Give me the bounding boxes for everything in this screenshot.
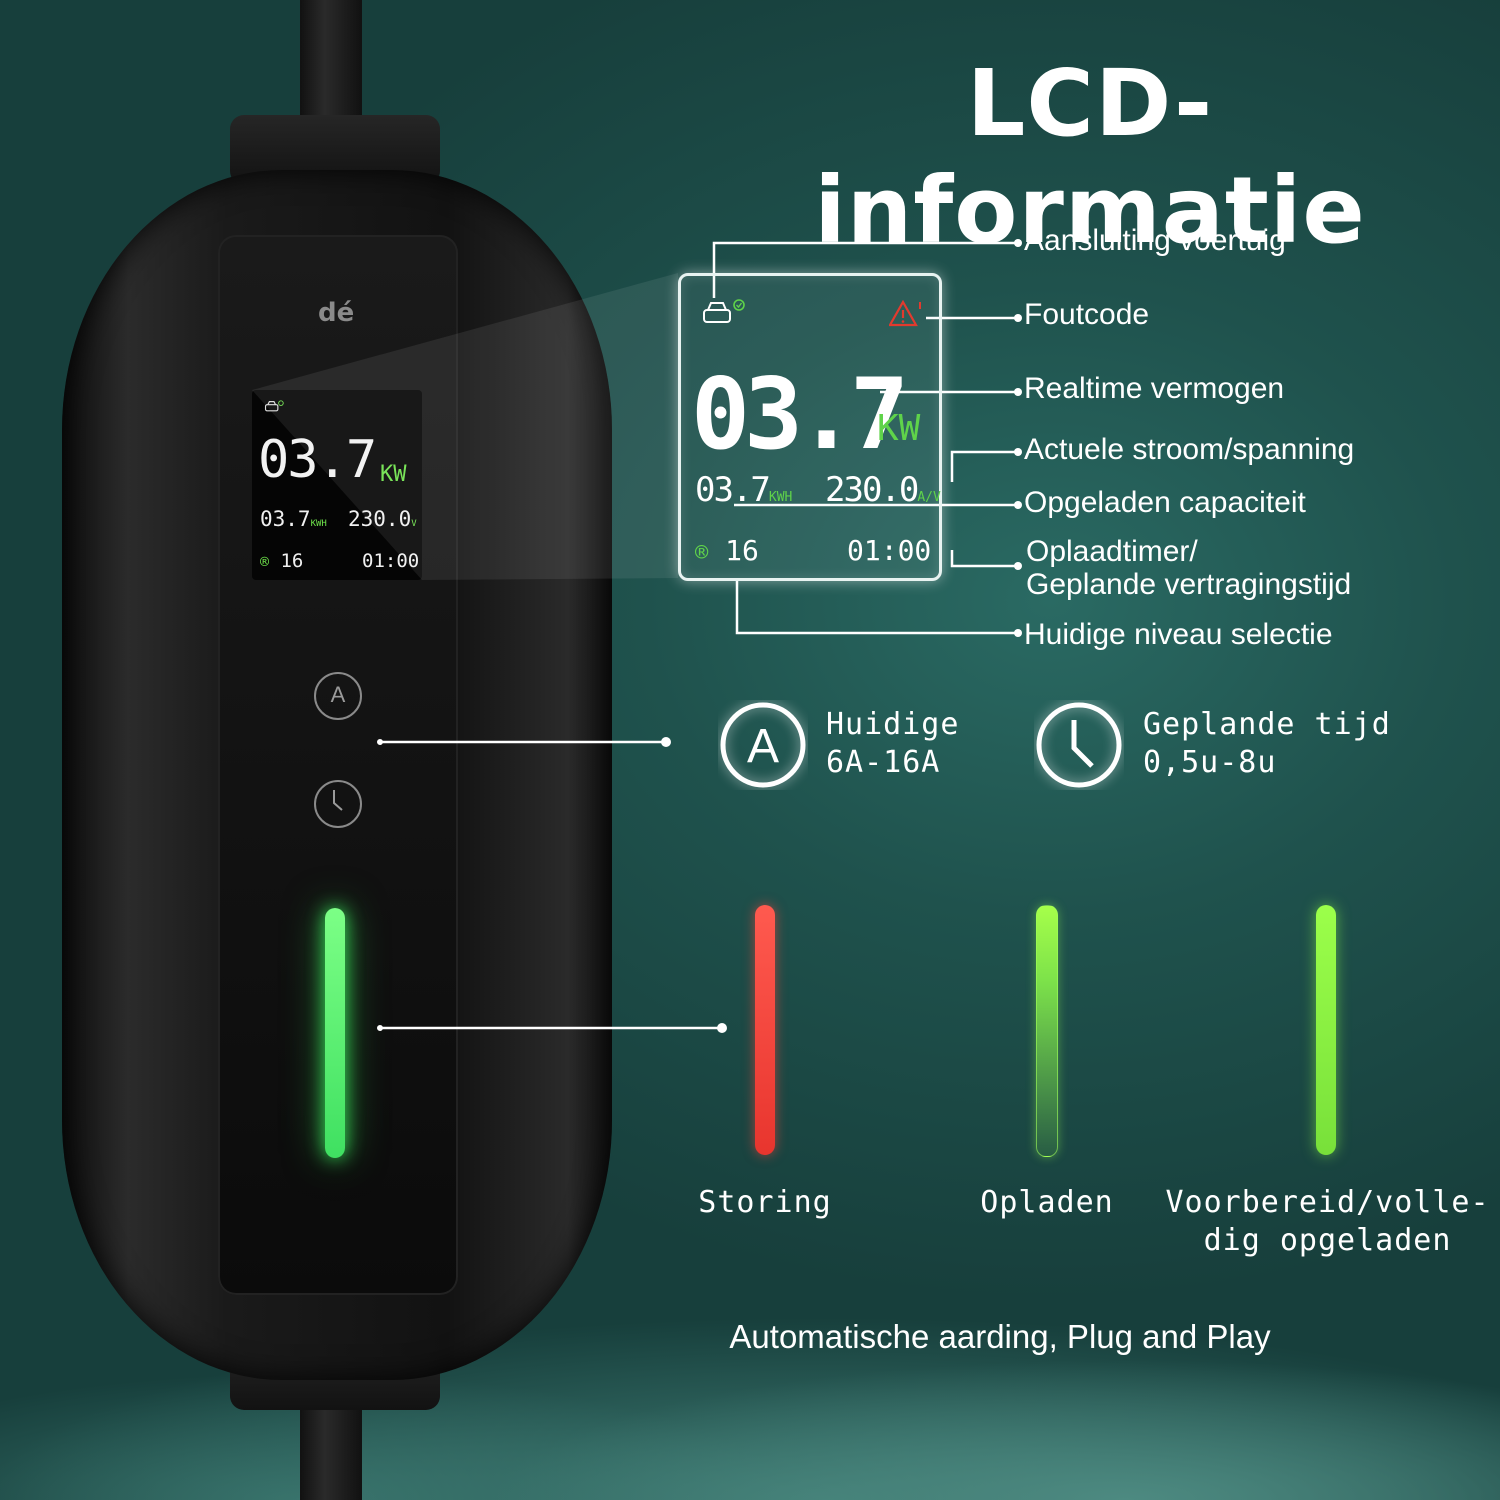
leader-dot xyxy=(1014,388,1022,396)
led-state-error-text: Storing xyxy=(698,1185,832,1220)
callout-realtime-power: Realtime vermogen xyxy=(1024,372,1285,405)
feature-time-title: Geplande tijd xyxy=(1143,707,1391,742)
footer-tagline: Automatische aarding, Plug and Play xyxy=(729,1318,1271,1355)
charging-cable-top xyxy=(300,0,362,130)
callout-error-code: Foutcode xyxy=(1024,298,1150,331)
zoom-power-unit: KW xyxy=(877,408,921,449)
feature-current-range: 6A-16A xyxy=(826,745,941,780)
lcd-level-value: 16 xyxy=(280,550,304,572)
car-connected-icon xyxy=(264,400,284,412)
lcd-energy-unit: KWH xyxy=(310,519,327,529)
zoom-energy-value: 03.7 xyxy=(695,470,771,510)
current-button-label: A xyxy=(330,682,346,707)
zoom-energy-unit: KWH xyxy=(768,490,793,505)
brand-logo: dé xyxy=(318,298,355,328)
lcd-timer-value: 01:00 xyxy=(362,550,420,572)
timer-button[interactable] xyxy=(314,780,362,828)
zoom-voltage-unit: A/V xyxy=(917,490,941,505)
leader-dot xyxy=(1014,448,1022,456)
led-state-error-bar xyxy=(755,905,775,1155)
lcd-level-icon: ® xyxy=(260,553,270,571)
led-state-ready-text-1: Voorbereid/volle- xyxy=(1165,1185,1490,1220)
lcd-power-value: 03.7 xyxy=(258,430,377,490)
led-state-charging-text: Opladen xyxy=(980,1185,1114,1220)
lcd-voltage-value: 230.0 xyxy=(348,507,412,531)
leader-line-current xyxy=(950,450,1018,482)
leader-line-timer xyxy=(950,550,1018,568)
page-title: LCD-informatie xyxy=(814,50,1366,264)
warning-icon xyxy=(889,300,921,327)
feature-current: Huidige 6A-16A xyxy=(826,706,959,782)
leader-dot xyxy=(1014,501,1022,509)
feature-current-title: Huidige xyxy=(826,707,960,742)
lcd-power-unit: KW xyxy=(380,462,407,487)
callout-charged-capacity: Opgeladen capaciteit xyxy=(1024,486,1306,519)
zoom-level-icon: ® xyxy=(695,541,709,566)
led-state-error-label: Storing xyxy=(665,1184,865,1222)
clock-icon xyxy=(333,790,343,811)
leader-dot xyxy=(717,1023,727,1033)
lcd-level-timer-row: ® 16 01:00 xyxy=(260,550,420,572)
callout-level-selection: Huidige niveau selectie xyxy=(1024,618,1333,651)
led-state-ready-label: Voorbereid/volle- dig opgeladen xyxy=(1165,1184,1490,1260)
callout-current-voltage: Actuele stroom/spanning xyxy=(1024,433,1355,466)
leader-dot xyxy=(1014,314,1022,322)
zoom-timer-value: 01:00 xyxy=(847,534,932,567)
zoom-level-timer-row: ® 16 01:00 xyxy=(695,534,935,567)
zoom-energy-voltage-row: 03.7KWH 230.0A/V xyxy=(695,470,941,510)
zoomed-lcd: 03.7 KW 03.7KWH 230.0A/V ® 16 01:00 xyxy=(678,273,942,581)
zoom-voltage-value: 230.0 xyxy=(825,470,919,510)
current-select-button[interactable]: A xyxy=(314,672,362,720)
a-circle-icon: A xyxy=(720,702,806,788)
car-connected-icon xyxy=(703,299,745,323)
callout-vehicle-connection: Aansluiting voertuig xyxy=(1024,224,1286,257)
device-lcd-screen: 03.7 KW 03.7KWH 230.0V ® 16 01:00 xyxy=(252,390,422,580)
led-state-ready-bar xyxy=(1316,905,1336,1155)
leader-dot xyxy=(1014,562,1022,570)
zoom-level-value: 16 xyxy=(725,534,759,567)
callout-charge-timer: Oplaadtimer/ xyxy=(1026,535,1198,568)
callout-delay-time: Geplande vertragingstijd xyxy=(1026,568,1352,601)
feature-scheduled-time: Geplande tijd 0,5u-8u xyxy=(1143,706,1391,782)
lcd-voltage-unit: V xyxy=(411,519,417,529)
leader-dot xyxy=(661,737,671,747)
led-state-ready-text-2: dig opgeladen xyxy=(1203,1223,1452,1258)
status-led xyxy=(325,908,345,1158)
svg-text:A: A xyxy=(747,720,779,773)
feature-time-range: 0,5u-8u xyxy=(1143,745,1277,780)
lcd-energy-voltage-row: 03.7KWH 230.0V xyxy=(260,507,420,531)
lcd-energy-value: 03.7 xyxy=(260,507,311,531)
leader-line-level xyxy=(735,578,1018,635)
clock-icon xyxy=(1036,702,1122,788)
led-state-charging-bar xyxy=(1036,905,1058,1157)
led-state-charging-label: Opladen xyxy=(947,1184,1147,1222)
leader-dot xyxy=(1014,629,1022,637)
zoom-power-value: 03.7 xyxy=(691,358,909,472)
